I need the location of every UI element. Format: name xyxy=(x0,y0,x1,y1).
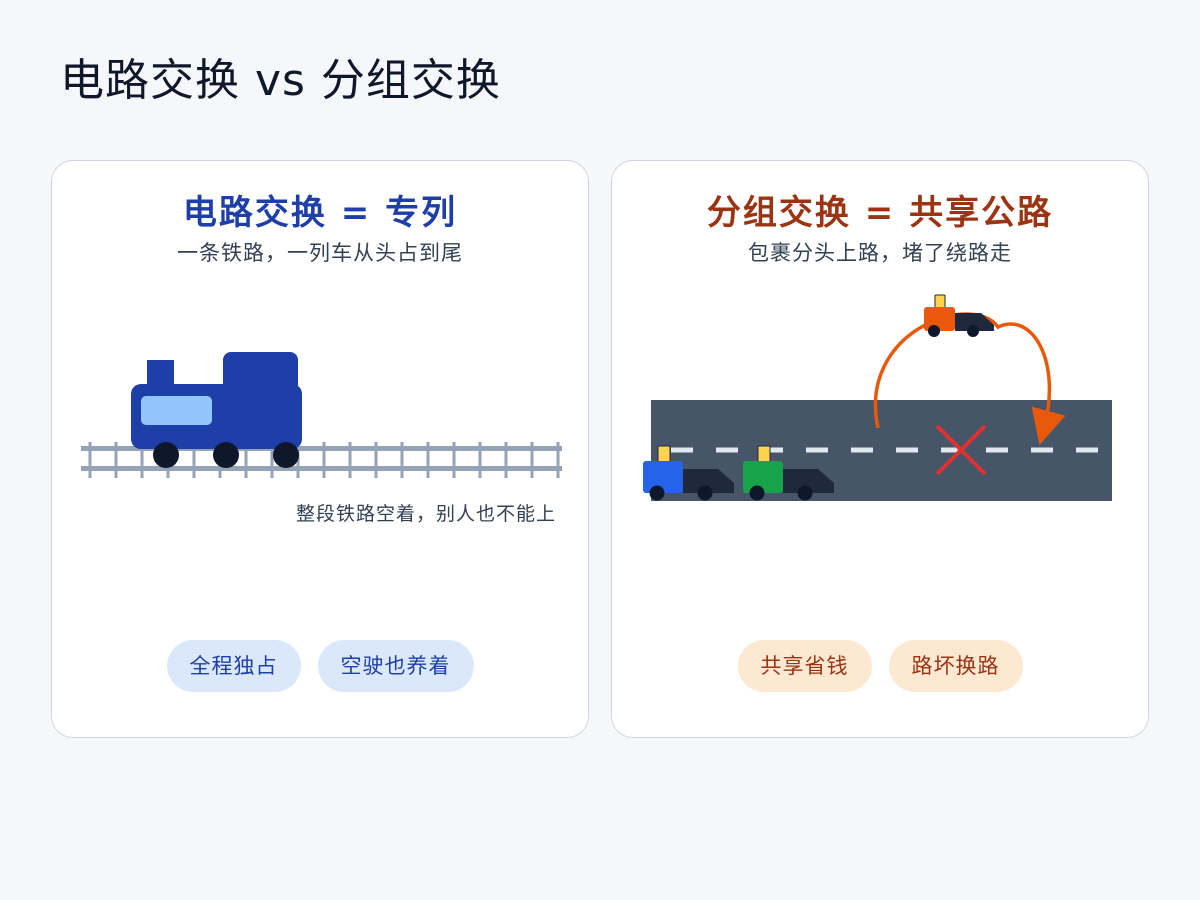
railway-tie xyxy=(192,442,196,478)
packet-card-subtitle: 包裹分头上路，堵了绕路走 xyxy=(748,241,1012,265)
truck-icon xyxy=(924,294,994,337)
railway-tie xyxy=(504,442,508,478)
railway-tie xyxy=(374,442,378,478)
railway-tie xyxy=(556,442,560,478)
railway-tie xyxy=(88,442,92,478)
packet-card-title: 分组交换 = 共享公路 xyxy=(706,193,1054,233)
blocked-x-icon xyxy=(935,424,987,476)
packet-tags: 共享省钱 路坏换路 xyxy=(612,640,1148,692)
packet-switching-card: 分组交换 = 共享公路 包裹分头上路，堵了绕路走 xyxy=(611,160,1149,738)
page-title: 电路交换 vs 分组交换 xyxy=(60,55,501,106)
railway-tie xyxy=(426,442,430,478)
truck-icon xyxy=(643,445,734,501)
tag-exclusive: 全程独占 xyxy=(166,640,301,692)
railway-tie xyxy=(400,442,404,478)
circuit-card-title: 电路交换 = 专列 xyxy=(182,193,458,233)
circuit-tags: 全程独占 空驶也养着 xyxy=(52,640,588,692)
tag-reroute: 路坏换路 xyxy=(888,640,1023,692)
railway-tie xyxy=(452,442,456,478)
railway-tie xyxy=(530,442,534,478)
circuit-card-subtitle: 一条铁路，一列车从头占到尾 xyxy=(177,241,463,265)
railway-tie xyxy=(478,442,482,478)
train-illustration xyxy=(81,352,562,478)
circuit-switching-card: 电路交换 = 专列 一条铁路，一列车从头占到尾 整段铁路空着，别人也不能上 全程… xyxy=(51,160,589,738)
truck-icon xyxy=(743,445,834,501)
track-occupied-note: 整段铁路空着，别人也不能上 xyxy=(295,503,556,525)
detour-arrow-icon xyxy=(873,312,1066,445)
railway-tie xyxy=(322,442,326,478)
tag-idle-cost: 空驶也养着 xyxy=(317,640,474,692)
railway-tie xyxy=(270,442,274,478)
road-illustration xyxy=(643,294,1112,501)
railway-tie xyxy=(114,442,118,478)
train-icon xyxy=(131,352,302,468)
railway-tie xyxy=(140,442,144,478)
railway-tie xyxy=(348,442,352,478)
tag-shared-saving: 共享省钱 xyxy=(737,640,872,692)
railway-tie xyxy=(244,442,248,478)
